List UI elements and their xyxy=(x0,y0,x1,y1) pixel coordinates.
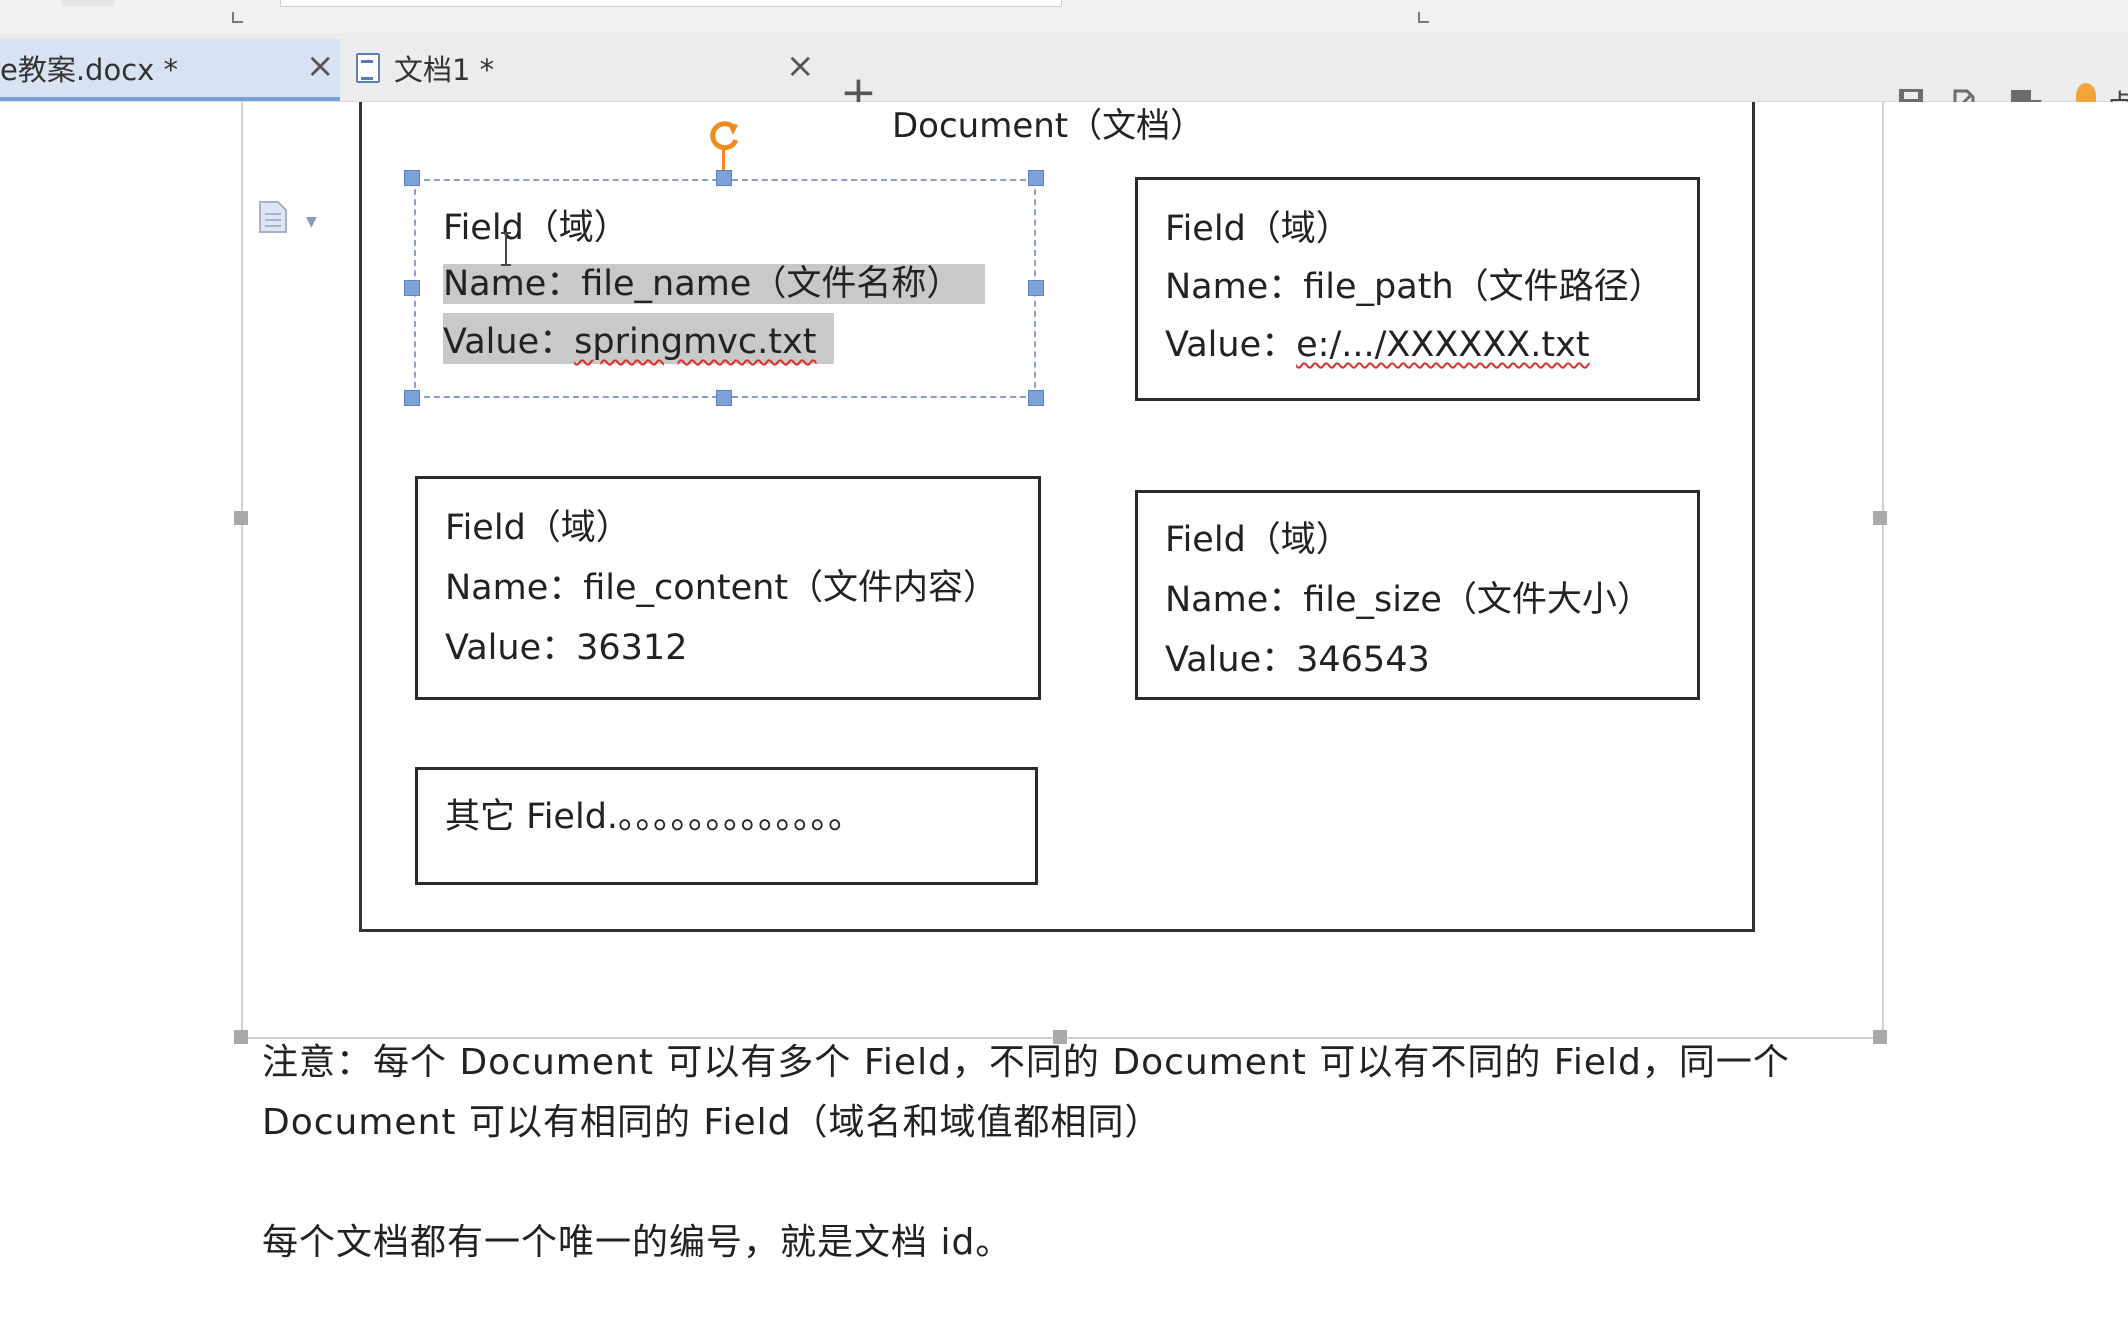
selection-handle[interactable] xyxy=(1028,280,1044,296)
ruler-box xyxy=(280,0,1062,7)
id-note: 每个文档都有一个唯一的编号，就是文档 id。 xyxy=(262,1222,1013,1263)
top-ruler-strip xyxy=(0,0,2128,34)
selection-handle[interactable] xyxy=(404,390,420,406)
field-name: Name：file_name（文件名称） xyxy=(443,255,986,306)
section-corner-icon xyxy=(1418,12,1429,23)
field-value-label: Value： xyxy=(1165,325,1297,365)
field-name: Name：file_path（文件路径） xyxy=(1165,267,1664,307)
ruler-marker xyxy=(62,0,114,6)
canvas-resize-handle[interactable] xyxy=(1053,1030,1067,1044)
field-value-label: Value： xyxy=(1165,640,1297,680)
rotate-handle-icon[interactable] xyxy=(705,118,743,156)
document-box[interactable] xyxy=(359,102,1755,932)
field-value: Value：346543 xyxy=(1165,631,1430,682)
close-icon[interactable]: × xyxy=(306,46,335,86)
field-heading: Field（域） xyxy=(445,508,631,548)
field-value-text: e:/.../XXXXXX.txt xyxy=(1296,325,1590,365)
document-title: Document（文档） xyxy=(892,106,1205,146)
tab-doc1[interactable]: 文档1 * × xyxy=(356,39,816,97)
field-name: Name：file_content（文件内容） xyxy=(445,568,999,608)
field-value-label: Value： xyxy=(443,322,575,362)
tab-label: e教案.docx * xyxy=(0,53,179,87)
field-heading-text: Field（域） xyxy=(443,208,629,248)
document-tab-bar: e教案.docx * × 文档1 * × + 点 xyxy=(0,33,2128,121)
field-value: Value：36312 xyxy=(445,619,687,670)
field-heading: Field（域） xyxy=(443,199,629,250)
canvas-resize-handle[interactable] xyxy=(1873,511,1887,525)
field-name-text: Name：file_name（文件名称） xyxy=(443,264,986,304)
field-box-other[interactable]: 其它 Field.。。。。。。。。。。。。。 xyxy=(415,767,1038,885)
other-fields-text: 其它 Field.。。。。。。。。。。。。。 xyxy=(445,797,864,837)
tab-label: 文档1 * xyxy=(394,53,495,87)
selection-handle[interactable] xyxy=(1028,170,1044,186)
field-value: Value：springmvc.txt xyxy=(443,313,835,364)
note-line-2: Document 可以有相同的 Field（域名和域值都相同） xyxy=(262,1102,1162,1143)
text-cursor-icon xyxy=(501,232,511,266)
rotate-stem xyxy=(722,150,725,170)
field-value-text: 36312 xyxy=(576,628,688,668)
field-box-file-content[interactable]: Field（域） Name：file_content（文件内容） Value：3… xyxy=(415,476,1041,700)
document-page[interactable]: ▼ xyxy=(0,102,2128,1340)
field-box-file-path[interactable]: Field（域） Name：file_path（文件路径） Value：e:/.… xyxy=(1135,177,1700,401)
tab-jiaoan[interactable]: e教案.docx * × xyxy=(0,39,340,101)
selection-handle[interactable] xyxy=(716,170,732,186)
chevron-down-icon[interactable]: ▼ xyxy=(306,214,317,230)
document-icon xyxy=(356,53,380,83)
selection-handle[interactable] xyxy=(404,170,420,186)
selection-handle[interactable] xyxy=(1028,390,1044,406)
canvas-resize-handle[interactable] xyxy=(234,511,248,525)
field-value: Value：e:/.../XXXXXX.txt xyxy=(1165,316,1590,367)
field-heading: Field（域） xyxy=(1165,520,1351,560)
field-value-text: 346543 xyxy=(1296,640,1430,680)
field-box-file-name[interactable]: Field（域） Name：file_name（文件名称） Value：spri… xyxy=(414,179,1036,398)
field-value-text: springmvc.txt xyxy=(574,322,817,362)
field-box-file-size[interactable]: Field（域） Name：file_size（文件大小） Value：3465… xyxy=(1135,490,1700,700)
section-corner-icon xyxy=(232,12,243,23)
document-outline-icon[interactable] xyxy=(258,200,288,234)
field-heading: Field（域） xyxy=(1165,209,1351,249)
field-value-label: Value： xyxy=(445,628,577,668)
canvas-resize-handle[interactable] xyxy=(234,1030,248,1044)
close-icon[interactable]: × xyxy=(786,46,815,86)
canvas-resize-handle[interactable] xyxy=(1873,1030,1887,1044)
selection-handle[interactable] xyxy=(716,390,732,406)
field-name: Name：file_size（文件大小） xyxy=(1165,580,1652,620)
note-line-1: 注意：每个 Document 可以有多个 Field，不同的 Document … xyxy=(262,1042,1790,1083)
selection-handle[interactable] xyxy=(404,280,420,296)
